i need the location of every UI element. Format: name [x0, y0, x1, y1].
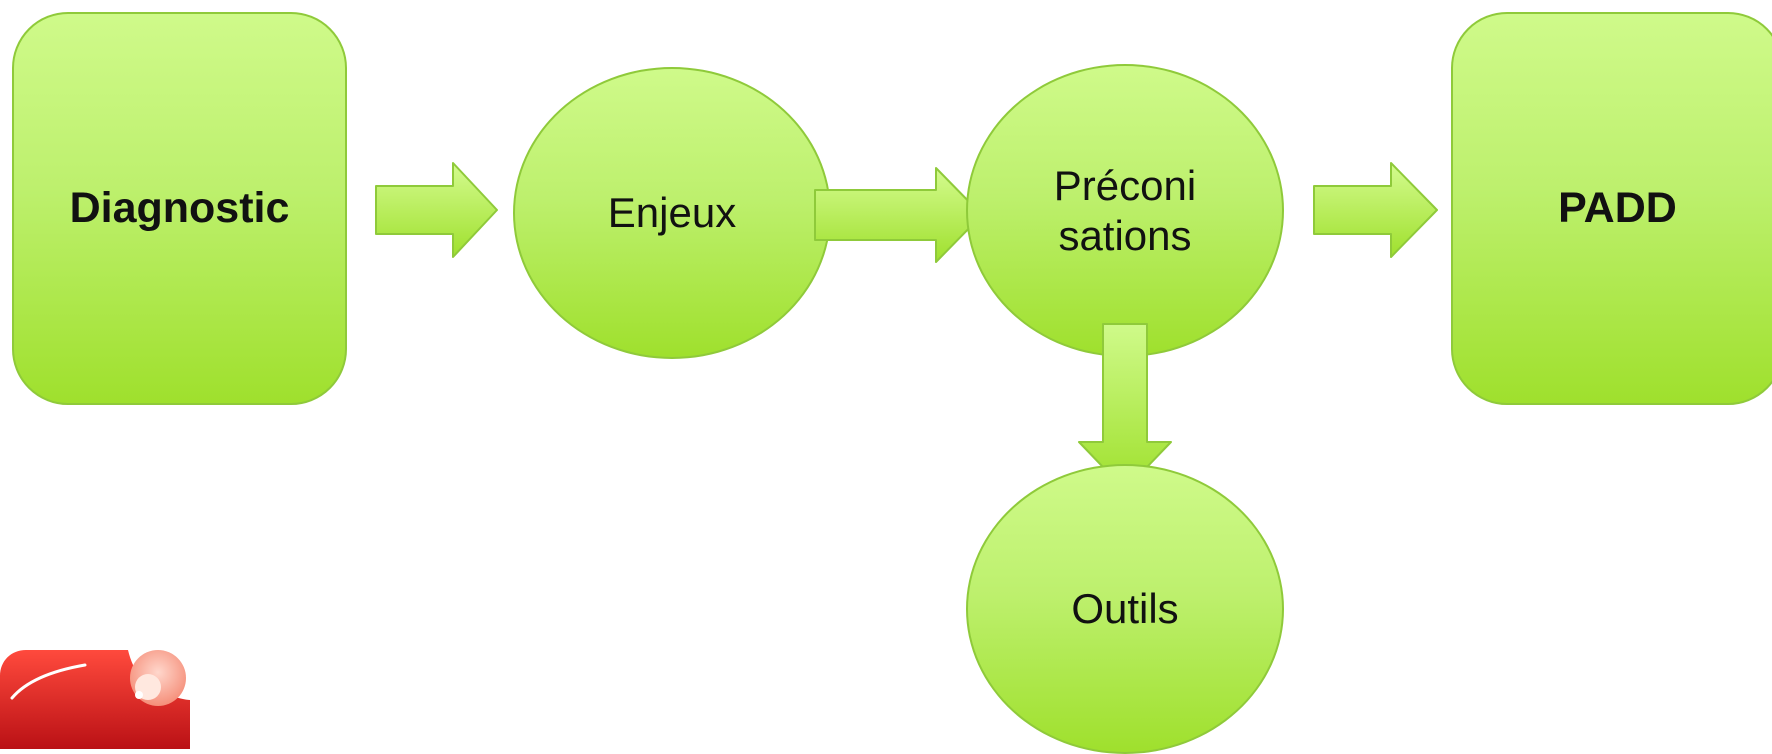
padd-box: PADD [1451, 12, 1772, 405]
preconisations-label: Préconi sations [1053, 161, 1197, 259]
preconisations-ellipse: Préconi sations [966, 64, 1284, 357]
padd-label: PADD [1558, 184, 1677, 232]
arrow-enjeux-to-preconisations [814, 167, 983, 263]
outils-label: Outils [1071, 585, 1179, 633]
arrow-diagnostic-to-enjeux [375, 162, 498, 258]
diagnostic-box: Diagnostic [12, 12, 347, 405]
enjeux-label: Enjeux [607, 189, 737, 237]
red-rounded-square-with-circles-logo [0, 650, 190, 752]
enjeux-ellipse: Enjeux [513, 67, 831, 359]
outils-ellipse: Outils [966, 464, 1284, 754]
arrow-preconisations-to-padd [1313, 162, 1438, 258]
diagnostic-label: Diagnostic [69, 184, 290, 232]
